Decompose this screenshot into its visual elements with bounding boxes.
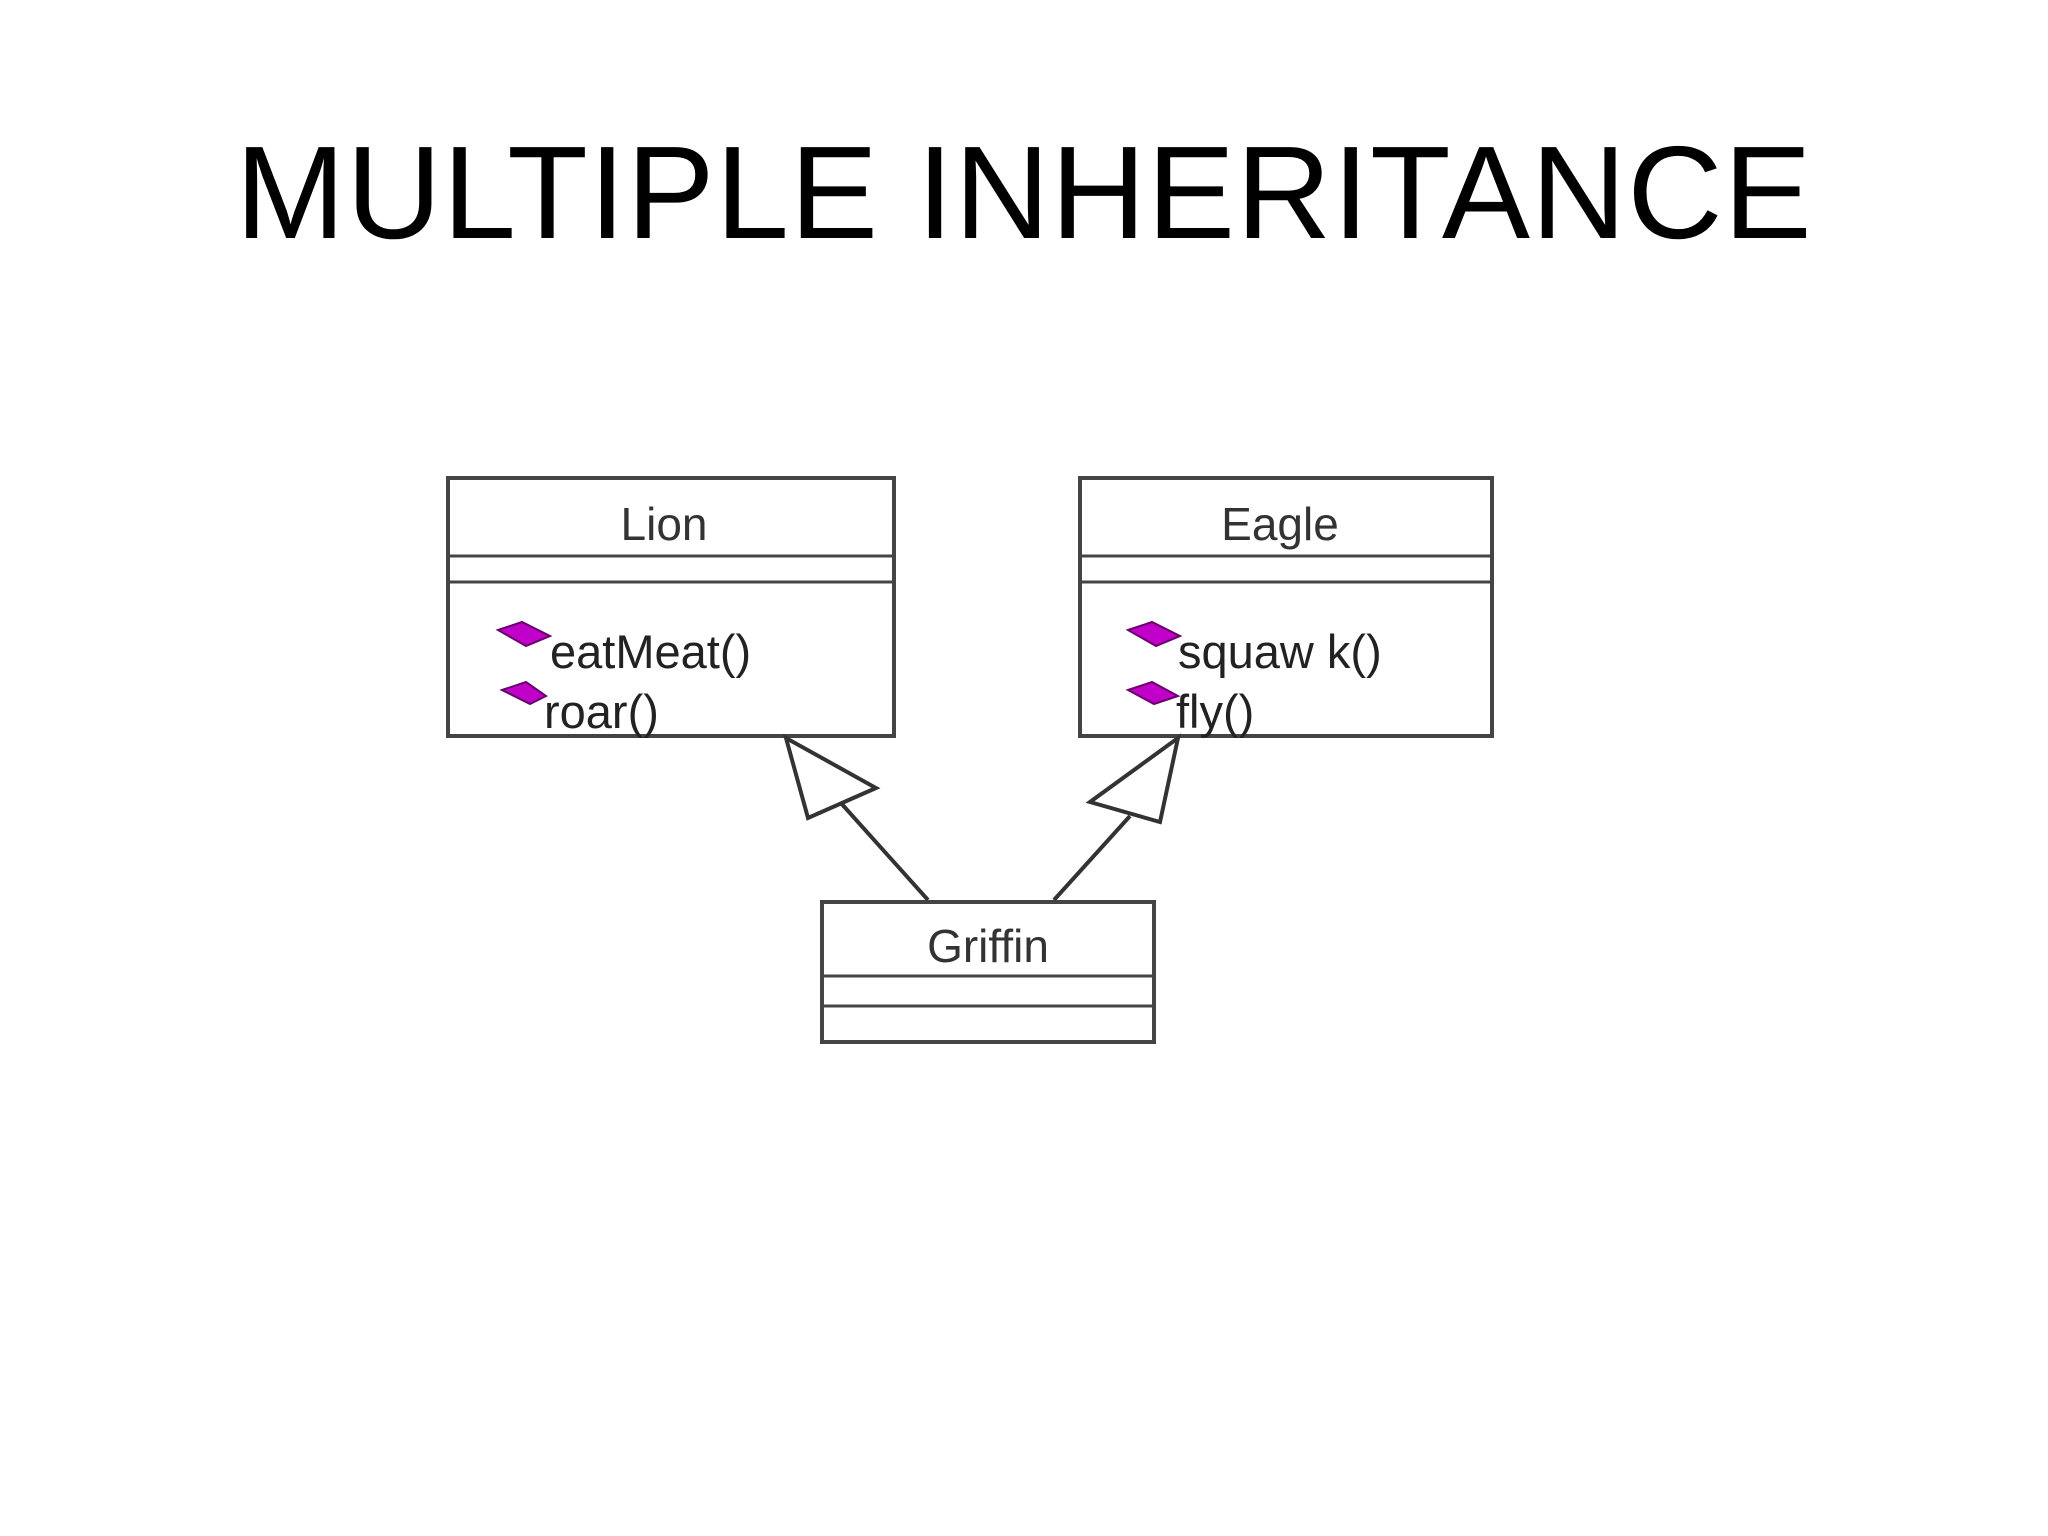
class-lion[interactable]: Lion eatMeat() roar() — [446, 476, 896, 738]
class-lion-method: eatMeat() — [550, 625, 751, 678]
method-diamond-icon — [499, 680, 548, 706]
class-eagle-method-row: squaw k() — [1125, 620, 1382, 678]
method-diamond-icon — [1125, 680, 1181, 706]
generalization-line — [838, 800, 930, 902]
class-eagle-method: squaw k() — [1178, 625, 1382, 678]
generalization-griffin-lion — [782, 733, 930, 902]
generalization-griffin-eagle — [1052, 733, 1182, 902]
generalization-arrowhead-icon — [782, 733, 881, 821]
class-griffin[interactable]: Griffin — [820, 900, 1156, 1044]
slide-title: MULTIPLE INHERITANCE — [235, 119, 1813, 266]
class-lion-method-row: eatMeat() — [495, 620, 751, 678]
class-lion-method-row: roar() — [499, 680, 659, 738]
generalization-arrowhead-icon — [1085, 733, 1182, 825]
class-griffin-name: Griffin — [927, 920, 1049, 972]
method-diamond-icon — [1125, 620, 1183, 648]
class-eagle[interactable]: Eagle squaw k() fly() — [1078, 476, 1494, 738]
class-eagle-name: Eagle — [1221, 498, 1339, 550]
generalization-line — [1052, 814, 1132, 902]
class-eagle-method: fly() — [1176, 685, 1254, 738]
class-lion-method: roar() — [544, 685, 659, 738]
method-diamond-icon — [495, 620, 553, 648]
class-griffin-box — [820, 900, 1156, 1044]
class-eagle-method-row: fly() — [1125, 680, 1254, 738]
class-lion-name: Lion — [621, 498, 708, 550]
